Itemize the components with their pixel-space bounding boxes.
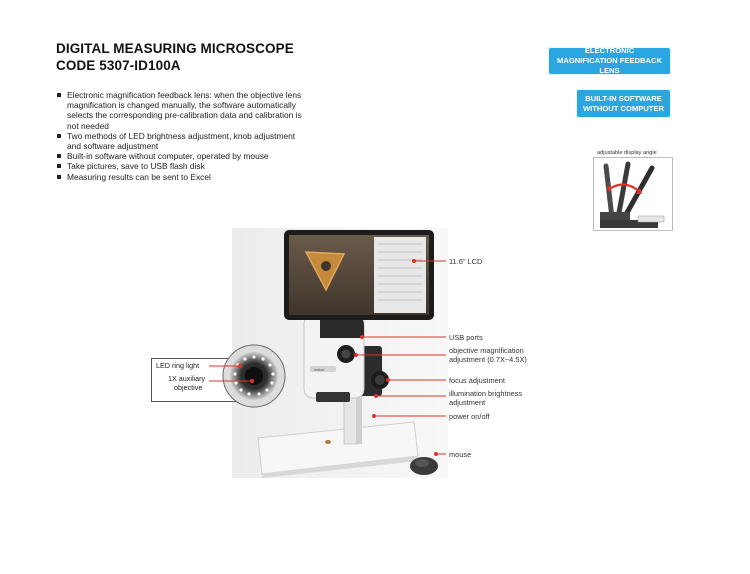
callout-illum-line2: adjustment [449,398,486,407]
badge-builtin-software: BUILT-IN SOFTWARE WITHOUT COMPUTER [576,89,671,118]
inset-led-label: LED ring light [156,361,200,370]
badge-software-text: BUILT-IN SOFTWARE WITHOUT COMPUTER [583,93,664,113]
ring-light-inset [222,344,286,408]
microscope-illustration: Insize [232,228,448,478]
inset-aux-label-2: objective [174,383,203,392]
page-title: DIGITAL MEASURING MICROSCOPE CODE 5307-I… [56,40,294,74]
svg-text:Insize: Insize [314,367,325,372]
ring-light-inset-labels: LED ring light 1X auxiliary objective [151,358,239,402]
display-angle-photo [593,157,673,231]
callout-lcd: 11.6" LCD [449,257,483,266]
badge-magnification-lens: ELECTRONIC MAGNIFICATION FEEDBACK LENS [548,46,671,75]
badge-magnification-text: ELECTRONIC MAGNIFICATION FEEDBACK LENS [557,46,662,75]
callout-mouse: mouse [449,450,472,459]
callout-objective: objective magnification adjustment (0.7X… [449,346,527,364]
callout-usb: USB ports [449,333,483,342]
feature-item: Two methods of LED brightness adjustment… [56,131,306,151]
feature-item: Take pictures, save to USB flash disk [56,161,306,171]
microscope-photo: Insize [232,228,448,478]
feature-list: Electronic magnification feedback lens: … [56,90,306,182]
callout-illumination: illumination brightness adjustment [449,389,522,407]
callout-power: power on/off [449,412,490,421]
callout-focus: focus adjustment [449,376,505,385]
callout-objective-line1: objective magnification [449,346,524,355]
callout-illum-line1: illumination brightness [449,389,523,398]
display-angle-illustration [594,158,672,230]
angle-caption: adjustable display angle [597,150,657,156]
title-code: CODE 5307-ID100A [56,58,181,73]
title-product: DIGITAL MEASURING MICROSCOPE [56,41,294,56]
feature-item: Electronic magnification feedback lens: … [56,90,306,131]
inset-aux-label-1: 1X auxiliary [168,374,206,383]
callout-objective-line2: adjustment (0.7X~4.5X) [449,355,527,364]
feature-item: Measuring results can be sent to Excel [56,172,306,182]
feature-item: Built-in software without computer, oper… [56,151,306,161]
